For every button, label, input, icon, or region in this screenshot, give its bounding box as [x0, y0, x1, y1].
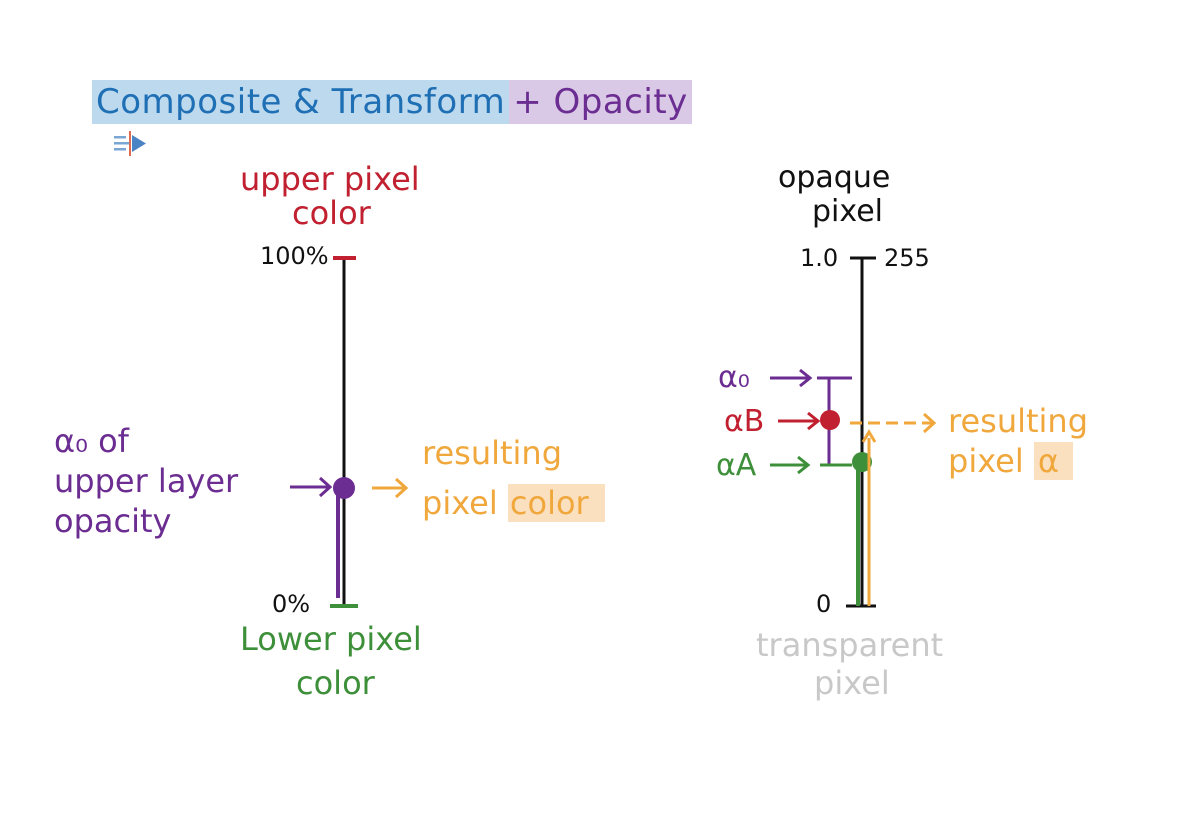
left-top-label-line1: upper pixel	[240, 160, 420, 198]
left-result-color: color	[507, 484, 605, 522]
left-bottom-label-line1: Lower pixel	[240, 620, 422, 658]
right-result-alpha: α	[1033, 442, 1073, 480]
right-bottom-label-line2: pixel	[814, 664, 890, 702]
right-axis	[770, 256, 937, 608]
right-result-pixel: pixel	[948, 442, 1024, 480]
left-tick-bottom: 0%	[272, 590, 311, 618]
left-result-line2: pixel color	[422, 484, 605, 522]
right-top-label-line1: opaque	[778, 160, 891, 195]
title-part-composite: Composite & Transform	[92, 80, 510, 124]
right-bottom-label-line1: transparent	[756, 626, 944, 664]
left-tick-top: 100%	[260, 242, 329, 270]
collapse-arrow-icon[interactable]	[110, 128, 150, 160]
right-result-line2: pixel α	[948, 442, 1073, 480]
right-alpha-a-label: αA	[716, 448, 757, 483]
right-alpha-o-label: α₀	[718, 360, 750, 395]
left-alpha-label-line3: opacity	[54, 502, 172, 540]
left-bottom-label-line2: color	[296, 664, 375, 702]
right-tick-top-right: 255	[884, 244, 930, 272]
left-top-label-line2: color	[292, 194, 371, 232]
title-part-opacity: + Opacity	[509, 80, 692, 124]
right-tick-bottom: 0	[816, 590, 832, 618]
page-title: Composite & Transform+ Opacity	[92, 80, 692, 124]
left-alpha-label-line2: upper layer	[54, 462, 239, 500]
right-result-line1: resulting	[948, 402, 1089, 440]
left-axis	[290, 256, 409, 608]
right-tick-top-left: 1.0	[800, 244, 839, 272]
right-top-label-line2: pixel	[812, 194, 884, 229]
right-alpha-b-label: αB	[724, 404, 765, 439]
left-result-line1: resulting	[422, 434, 563, 472]
left-alpha-label-line1: α₀ of	[54, 422, 129, 460]
left-result-pixel: pixel	[422, 484, 498, 522]
